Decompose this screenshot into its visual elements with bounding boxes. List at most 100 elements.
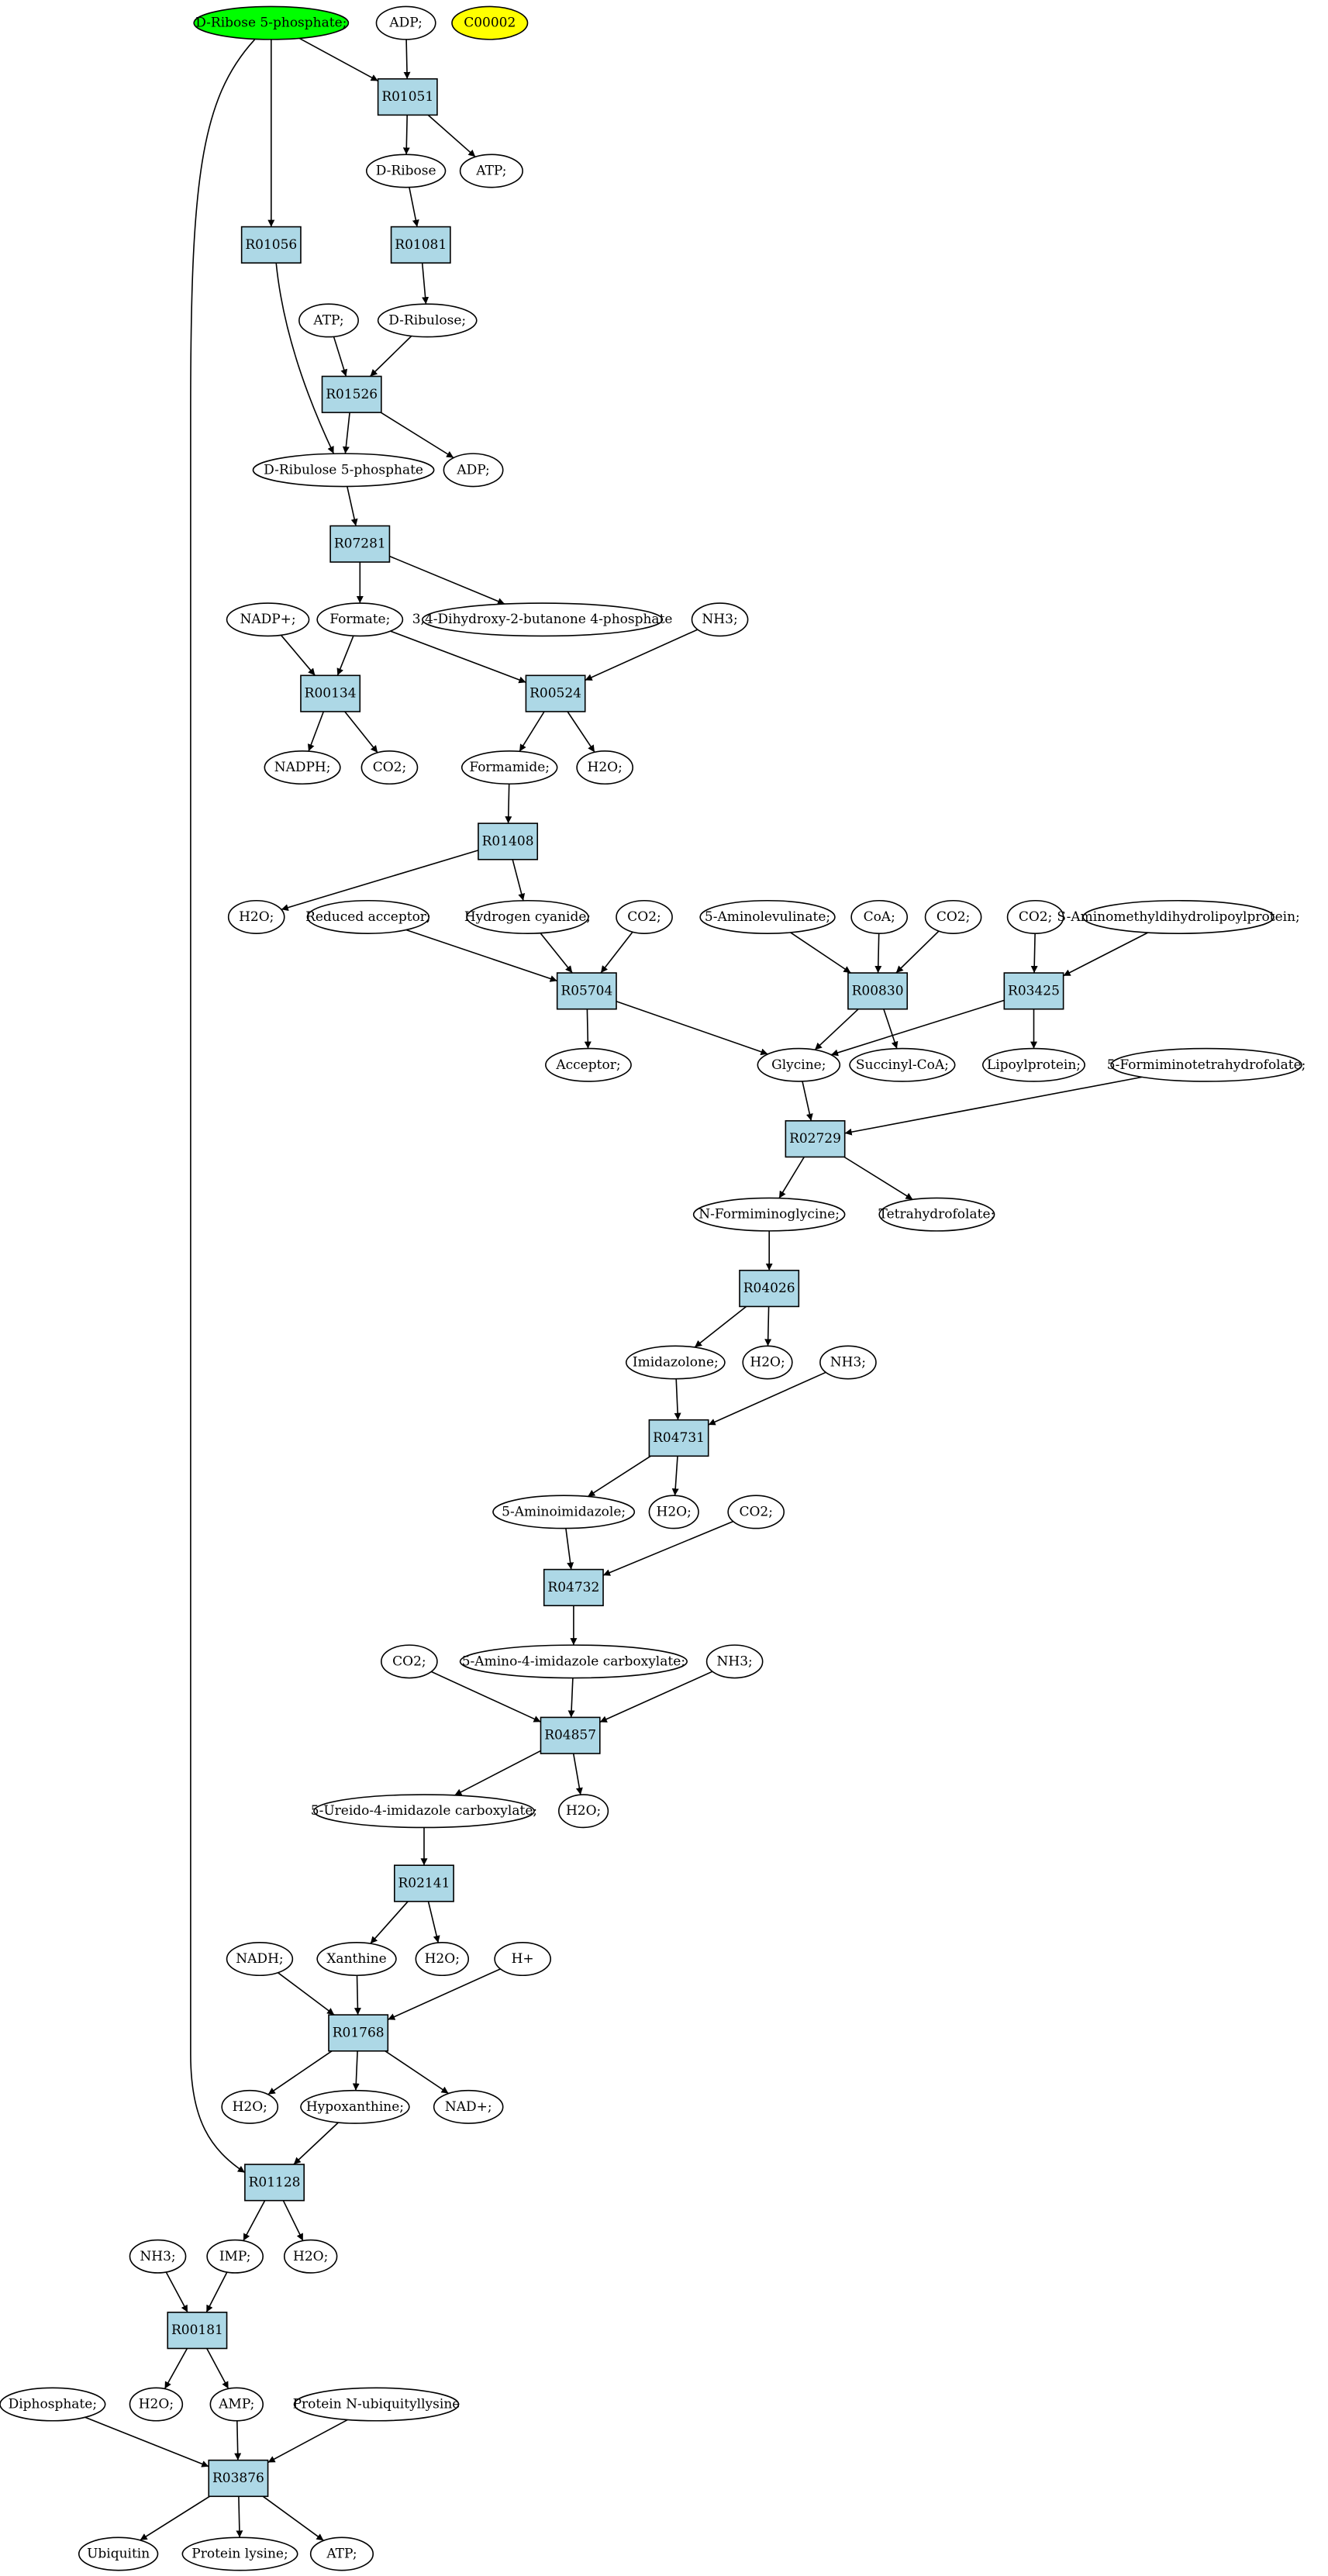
- reaction-label: R05704: [561, 983, 612, 998]
- compound-node[interactable]: NADP+;: [226, 602, 310, 637]
- compound-node[interactable]: 5-Ureido-4-imidazole carboxylate;: [311, 1794, 537, 1829]
- compound-node[interactable]: 3,4-Dihydroxy-2-butanone 4-phosphate: [412, 602, 673, 637]
- compound-node[interactable]: CoA;: [850, 899, 909, 934]
- compound-node[interactable]: NADH;: [226, 1942, 294, 1977]
- compound-ellipse: [209, 2387, 264, 2422]
- compound-node[interactable]: CO2;: [616, 899, 673, 934]
- compound-ellipse: [691, 602, 749, 637]
- reaction-node[interactable]: R02729: [785, 1120, 846, 1158]
- reaction-node[interactable]: R01408: [478, 822, 539, 860]
- compound-node[interactable]: Ubiquitin: [78, 2536, 159, 2571]
- compound-node[interactable]: NH3;: [819, 1345, 877, 1380]
- compound-node[interactable]: ATP;: [459, 153, 523, 188]
- compound-node[interactable]: D-Ribulose 5-phosphate: [252, 453, 435, 488]
- compound-node[interactable]: NADPH;: [264, 750, 341, 785]
- reaction-node[interactable]: R00181: [167, 2312, 228, 2350]
- compound-ellipse: [699, 899, 836, 934]
- compound-node[interactable]: Diphosphate;: [0, 2387, 106, 2422]
- reaction-node[interactable]: R04731: [648, 1419, 709, 1457]
- compound-node[interactable]: Lipoylprotein;: [981, 1047, 1086, 1082]
- compound-node[interactable]: NAD+;: [433, 2089, 504, 2124]
- compound-node[interactable]: Imidazolone;: [625, 1345, 726, 1380]
- reaction-node[interactable]: R01081: [390, 226, 451, 264]
- compound-node[interactable]: H2O;: [221, 2089, 279, 2124]
- compound-node[interactable]: H2O;: [648, 1495, 699, 1529]
- compound-node[interactable]: D-Ribose: [365, 153, 447, 188]
- reaction-node[interactable]: R01526: [321, 375, 382, 413]
- compound-node[interactable]: H2O;: [283, 2239, 338, 2274]
- compound-node[interactable]: CO2;: [727, 1495, 785, 1529]
- compound-node[interactable]: H2O;: [576, 750, 633, 785]
- compound-node[interactable]: 5-Aminoimidazole;: [492, 1495, 636, 1529]
- compound-node[interactable]: Succinyl-CoA;: [849, 1047, 956, 1082]
- reaction-node[interactable]: R07281: [329, 525, 391, 563]
- compound-node[interactable]: N-Formiminoglycine;: [692, 1197, 846, 1232]
- reaction-node[interactable]: R00134: [300, 674, 361, 712]
- reaction-node[interactable]: R00524: [525, 674, 586, 712]
- compound-node[interactable]: Hypoxanthine;: [300, 2089, 410, 2124]
- compound-label: Hydrogen cyanide;: [464, 909, 591, 925]
- compound-node[interactable]: ATP;: [309, 2536, 374, 2571]
- compound-node[interactable]: Tetrahydrofolate;: [878, 1197, 995, 1232]
- compound-node[interactable]: H2O;: [129, 2387, 184, 2422]
- reaction-box: [329, 525, 391, 563]
- reaction-node[interactable]: R01768: [328, 2014, 389, 2052]
- edge-c7-to-R07281: [347, 486, 358, 526]
- compound-node[interactable]: H2O;: [227, 899, 285, 934]
- compound-node[interactable]: Protein N-ubiquityllysine: [293, 2387, 460, 2422]
- compound-node[interactable]: D-Ribulose;: [377, 303, 478, 338]
- edge-c56-to-R03876: [234, 2420, 242, 2460]
- reaction-node[interactable]: R01128: [244, 2164, 305, 2202]
- compound-node[interactable]: Formate;: [316, 602, 404, 637]
- compound-ellipse: [129, 2387, 184, 2422]
- compound-node[interactable]: H2O;: [742, 1345, 793, 1380]
- compound-node[interactable]: Formamide;: [460, 750, 558, 785]
- compound-node[interactable]: Xanthine: [316, 1942, 397, 1977]
- reaction-node[interactable]: R03876: [208, 2459, 269, 2498]
- compound-node[interactable]: H2O;: [415, 1942, 470, 1977]
- compound-label: H+: [512, 1951, 534, 1967]
- compound-node[interactable]: AMP;: [209, 2387, 264, 2422]
- compound-node[interactable]: CO2;: [1006, 899, 1064, 934]
- compound-ellipse: [924, 899, 982, 934]
- compound-node[interactable]: Reduced acceptor;: [305, 899, 431, 934]
- compound-node[interactable]: 5-Formiminotetrahydrofolate;: [1107, 1047, 1306, 1082]
- compound-ellipse: [226, 1942, 294, 1977]
- compound-node[interactable]: D-Ribose 5-phosphate;: [193, 5, 350, 40]
- compound-node[interactable]: IMP;: [206, 2239, 264, 2274]
- compound-node[interactable]: Glycine;: [757, 1047, 841, 1082]
- compound-node[interactable]: Acceptor;: [545, 1047, 632, 1082]
- compound-node[interactable]: H+: [494, 1942, 551, 1977]
- compound-node[interactable]: CO2;: [360, 750, 419, 785]
- compound-node[interactable]: Hydrogen cyanide;: [464, 899, 591, 934]
- reaction-node[interactable]: R01056: [240, 226, 302, 264]
- compound-ellipse: [360, 750, 419, 785]
- reaction-node[interactable]: R05704: [556, 972, 617, 1010]
- compound-node[interactable]: H2O;: [557, 1794, 609, 1829]
- reaction-node[interactable]: R04026: [739, 1269, 800, 1308]
- compound-node[interactable]: ADP;: [375, 5, 436, 40]
- compound-node[interactable]: 5-Amino-4-imidazole carboxylate;: [459, 1644, 688, 1679]
- reaction-node[interactable]: R04857: [540, 1716, 601, 1754]
- compound-node[interactable]: ADP;: [443, 453, 504, 488]
- edge-R01408-to-c19: [512, 859, 526, 902]
- compound-node[interactable]: CO2;: [924, 899, 982, 934]
- compound-node[interactable]: NH3;: [129, 2239, 187, 2274]
- compound-node[interactable]: NH3;: [705, 1644, 764, 1679]
- edge-R05704-to-c26: [584, 1009, 592, 1049]
- compound-node[interactable]: 5-Aminolevulinate;: [699, 899, 836, 934]
- compound-node[interactable]: ATP;: [298, 303, 359, 338]
- compound-node[interactable]: Protein lysine;: [181, 2536, 298, 2571]
- compound-label: NH3;: [140, 2249, 175, 2264]
- edge-R03876-to-c58: [140, 2495, 210, 2541]
- reaction-node[interactable]: R03425: [1003, 972, 1064, 1010]
- compound-node[interactable]: NH3;: [691, 602, 749, 637]
- compound-node[interactable]: CO2;: [381, 1644, 438, 1679]
- reaction-node[interactable]: R04732: [543, 1568, 604, 1607]
- compound-node[interactable]: C00002: [451, 5, 529, 40]
- compound-node[interactable]: S-Aminomethyldihydrolipoylprotein;: [1057, 899, 1300, 934]
- reaction-box: [300, 674, 361, 712]
- reaction-node[interactable]: R01051: [377, 78, 438, 116]
- reaction-node[interactable]: R00830: [847, 972, 909, 1010]
- reaction-node[interactable]: R02141: [393, 1864, 454, 1902]
